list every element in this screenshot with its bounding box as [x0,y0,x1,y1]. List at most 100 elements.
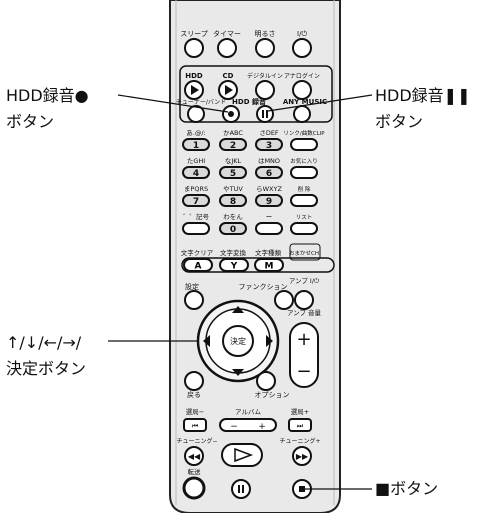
key-button[interactable] [182,194,210,207]
tuner-band-label: チューナー/バンド [176,99,226,106]
digital-in-label: デジタルイン [247,72,283,80]
arrow-right-icon[interactable] [266,335,273,347]
function-label: ファンクション [239,283,288,291]
power-button[interactable] [292,38,312,58]
tuning-prev-button[interactable] [184,446,204,466]
any-music-label: ANY MUSIC [283,98,327,106]
timer-button[interactable] [217,38,237,58]
skip-back-icon: ⏮ [192,422,198,430]
char-type-label: 文字種類 [255,248,282,257]
option-button[interactable] [256,371,276,391]
key-button[interactable] [219,194,247,207]
sleep-button[interactable] [184,38,204,58]
station-prev-button[interactable] [183,418,207,432]
brightness-button[interactable] [255,38,275,58]
power-label: I/⏻ [297,30,307,38]
key-label: あ.@/: [186,129,205,137]
key-number: 4 [193,169,199,179]
analog-in-label: アナログイン [284,72,320,80]
station-prev-label: 選局− [186,407,204,416]
omakase-button[interactable] [289,243,321,261]
key-label: わをん [223,213,243,221]
key-button[interactable] [182,166,210,179]
key-button[interactable] [290,166,318,179]
leader-line-hdd-record [117,94,229,113]
key-label: まPQRS [184,185,208,193]
key-label: らWXYZ [256,185,282,193]
album-label: アルバム [235,408,261,416]
key-button[interactable] [182,138,210,151]
settings-button[interactable] [184,290,204,310]
key-button[interactable] [219,222,247,235]
enter-button[interactable] [222,325,254,357]
cd-label: CD [223,72,234,80]
tuning-prev-label: チューニング− [176,437,217,445]
back-button[interactable] [184,371,204,391]
key-button[interactable] [219,138,247,151]
key-number: 8 [230,197,236,207]
pause-icon [262,110,264,118]
function-button[interactable] [274,290,294,310]
key-button[interactable] [182,222,210,235]
station-next-label: 選局+ [291,407,309,416]
key-button[interactable] [255,138,283,151]
amp-power-button[interactable] [294,290,314,310]
tuner-band-button[interactable] [187,105,205,123]
amp-power-label: アンプ I/⏻ [289,277,319,285]
any-music-button[interactable] [293,105,311,123]
timer-label: タイマー [213,29,241,38]
leader-line-hdd-pause [267,94,373,112]
key-button[interactable] [290,194,318,207]
hdd-pause-button[interactable] [256,105,274,123]
pause-button[interactable] [231,479,251,499]
numeric-keypad: あ.@/:1かABC2さDEF3リンク/曲数CLIPたGHI4なJKL5はMNO… [182,129,325,235]
arrow-left-icon[interactable] [203,335,210,347]
callout-hdd-record-title: HDD録音● [6,86,89,105]
play-icon [234,447,254,463]
key-m-button[interactable] [254,258,284,272]
callout-hdd-pause: HDD録音❚❚ ボタン [375,83,471,135]
amp-volume-rocker[interactable] [289,322,319,388]
volume-up-icon: + [296,329,311,350]
arrow-down-icon[interactable] [232,369,244,376]
tuning-next-button[interactable] [292,446,312,466]
key-label: さDEF [259,129,279,137]
play-icon [191,85,199,95]
key-button[interactable] [255,166,283,179]
digital-in-button[interactable] [255,80,275,100]
key-y-button[interactable] [219,258,249,272]
key-button[interactable] [290,222,318,235]
key-label: なJKL [225,157,242,165]
key-label: リンク/曲数CLIP [283,129,325,137]
volume-down-icon: − [296,361,311,382]
callout-stop: ■ボタン [375,476,438,502]
key-button[interactable] [219,166,247,179]
station-next-button[interactable] [288,418,312,432]
album-plus-icon: + [258,422,266,432]
amp-volume-label: アンプ 音量 [287,308,322,317]
key-button[interactable] [255,222,283,235]
play-icon [225,85,233,95]
key-number: 6 [266,169,272,179]
album-rocker[interactable] [219,418,277,432]
stop-icon [299,486,305,492]
key-number: 2 [230,141,236,151]
transfer-button[interactable] [182,476,206,500]
callout-arrows-enter: ↑/↓/←/→/ 決定ボタン [6,330,86,382]
key-label: 削 除 [298,185,311,193]
callout-hdd-record-sub: ボタン [6,112,55,131]
album-minus-icon: − [230,422,238,432]
key-number: 9 [266,197,272,207]
key-button[interactable] [255,194,283,207]
key-a-button[interactable] [183,258,213,272]
key-label: お気に入り [290,157,318,165]
key-button[interactable] [290,138,318,151]
analog-in-button[interactable] [292,80,312,100]
key-number: 7 [193,197,199,207]
callout-arrows-sub: 決定ボタン [6,359,87,378]
key-label: はMNO [258,157,280,165]
arrow-up-icon[interactable] [232,306,244,313]
enter-label: 決定 [230,336,246,346]
key-a-label: A [195,262,202,272]
record-icon [228,111,234,117]
